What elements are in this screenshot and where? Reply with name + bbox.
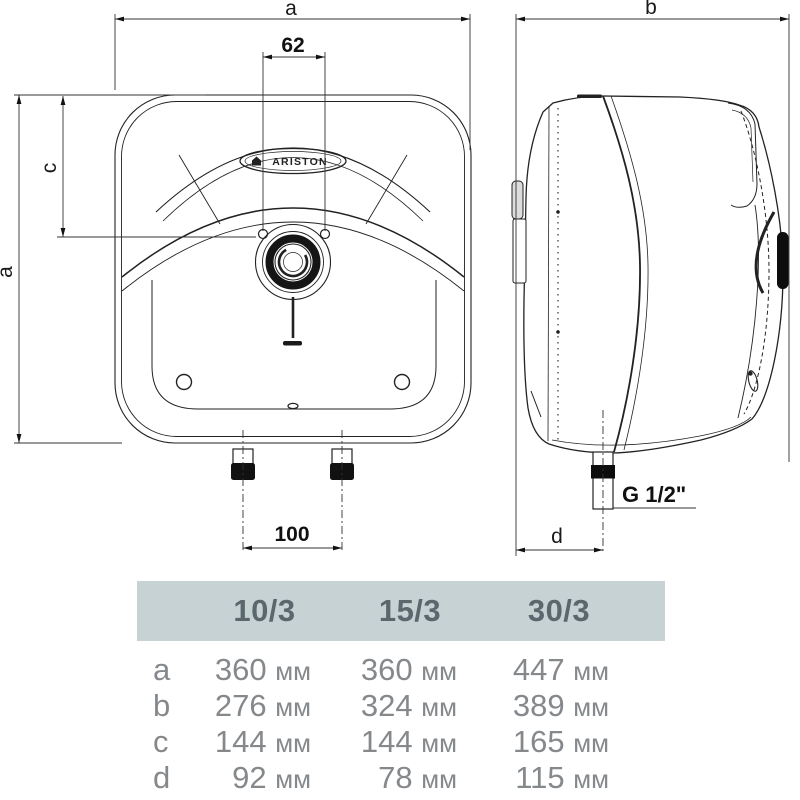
wall-bracket xyxy=(511,180,527,284)
bottom-inner-edge xyxy=(551,416,752,446)
drain-slot xyxy=(287,402,299,410)
table-row: b 276 мм 324 мм 389 мм xyxy=(137,688,665,724)
dimensions xyxy=(14,14,790,556)
label-c-left: c xyxy=(38,163,61,174)
table-row: d 92 мм 78 мм 115 мм xyxy=(137,760,665,796)
ext-lines-front xyxy=(14,14,471,444)
table-cell: 92 мм xyxy=(232,760,311,795)
wave-arc-lower xyxy=(121,221,465,292)
front-outline-outer xyxy=(114,94,472,444)
row-label: c xyxy=(153,724,169,759)
label-b-top: b xyxy=(645,0,657,19)
table-row: a 360 мм 360 мм 447 мм xyxy=(137,652,665,688)
table-row: c 144 мм 144 мм 165 мм xyxy=(137,724,665,760)
label-d: d xyxy=(551,525,563,548)
knob-shadow-arc xyxy=(754,211,776,294)
table-cell: 115 мм xyxy=(515,760,609,795)
logo-oval-outer xyxy=(239,147,347,175)
column-model-1: 10/3 xyxy=(233,593,296,628)
column-model-2: 15/3 xyxy=(378,593,442,628)
front-pipes xyxy=(231,448,354,480)
house-icon xyxy=(252,156,261,166)
row-label: d xyxy=(153,760,171,795)
brand-logo: ARISTON xyxy=(239,147,347,175)
column-model-3: 30/3 xyxy=(527,593,591,628)
thermostat-knob xyxy=(254,223,332,346)
bottom-left-tick xyxy=(530,390,542,418)
cover-seam-inner xyxy=(610,95,649,451)
label-62: 62 xyxy=(281,34,304,57)
label-100: 100 xyxy=(274,523,309,546)
top-flap xyxy=(727,102,758,208)
table-cell: 324 мм xyxy=(360,688,457,723)
row-label: b xyxy=(153,688,171,723)
dimension-table-header: 10/3 15/3 30/3 xyxy=(137,581,665,641)
cover-seam xyxy=(602,95,641,453)
cover-right-dotted xyxy=(740,110,770,415)
table-cell: 447 мм xyxy=(512,652,609,687)
knob-dark-ring xyxy=(265,234,321,290)
table-cell: 144 мм xyxy=(360,724,457,759)
side-knob xyxy=(777,232,789,289)
dimension-labels: a 62 b a c 100 d G 1/2" xyxy=(0,0,686,548)
logo-oval-inner xyxy=(244,151,342,171)
front-view: ARISTON xyxy=(114,94,472,480)
row-label: a xyxy=(153,652,171,687)
table-cell: 144 мм xyxy=(214,724,311,759)
logo-text: ARISTON xyxy=(272,156,327,168)
top-tab xyxy=(577,94,602,98)
mount-hole-right xyxy=(393,373,411,391)
side-outline xyxy=(523,95,784,454)
cover-slot xyxy=(747,370,759,392)
table-cell: 389 мм xyxy=(512,688,609,723)
fan-arc-inner xyxy=(162,157,424,222)
fan-edge-right xyxy=(365,154,408,225)
table-cell: 360 мм xyxy=(360,652,457,687)
side-view xyxy=(511,94,789,510)
table-cell: 360 мм xyxy=(214,652,311,687)
wave-arc-upper xyxy=(121,207,465,278)
knob-mark xyxy=(283,341,302,346)
ext-lines-side xyxy=(515,14,790,556)
label-a-left: a xyxy=(0,266,17,278)
top-flap-inner xyxy=(731,109,754,183)
table-cell: 165 мм xyxy=(512,724,609,759)
label-thread: G 1/2" xyxy=(622,482,686,507)
table-cell: 276 мм xyxy=(214,688,311,723)
fan-edge-left xyxy=(178,154,221,225)
front-outline-inner xyxy=(121,101,465,437)
cover-curve xyxy=(737,204,759,419)
label-a-top: a xyxy=(285,0,297,20)
table-cell: 78 мм xyxy=(378,760,457,795)
technical-drawing: ARISTON xyxy=(0,0,790,556)
mount-hole-left xyxy=(175,373,193,391)
side-back-line xyxy=(547,105,550,442)
dimension-table-body: a 360 мм 360 мм 447 мм b 276 мм 324 мм 3… xyxy=(137,652,665,796)
